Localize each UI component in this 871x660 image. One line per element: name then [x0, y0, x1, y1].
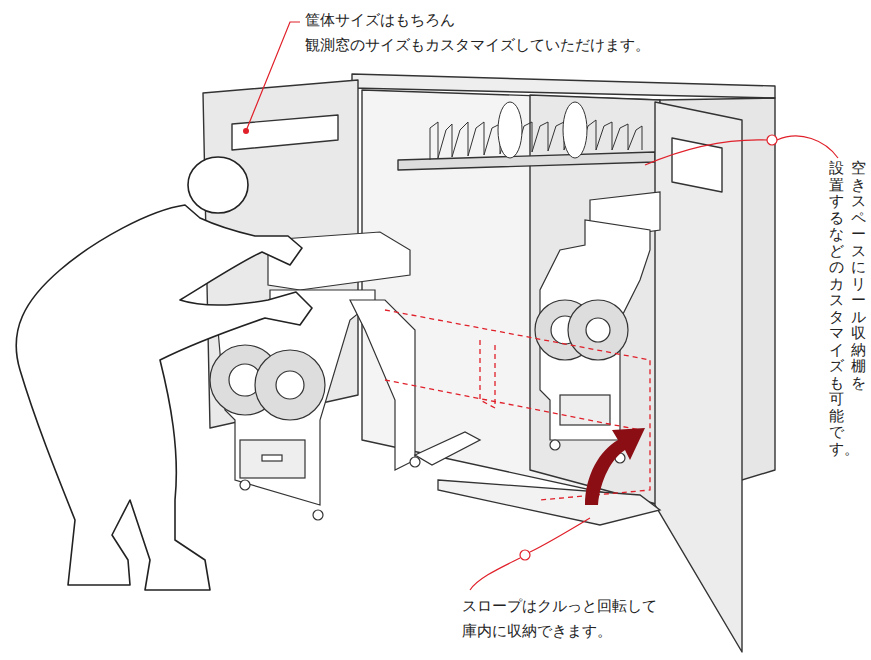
- vertical-callout-text: 空きスペースにリール収納棚を: [851, 160, 866, 391]
- callout-text: 筐体サイズはもちろん 観測窓のサイズもカスタマイズしていただけます。: [305, 8, 685, 58]
- vertical-callout-text: 設置するなどのカスタマイズも可能です。: [829, 160, 844, 457]
- callout-text: スロープはクルっと回転して 庫内に収納できます。: [462, 594, 682, 644]
